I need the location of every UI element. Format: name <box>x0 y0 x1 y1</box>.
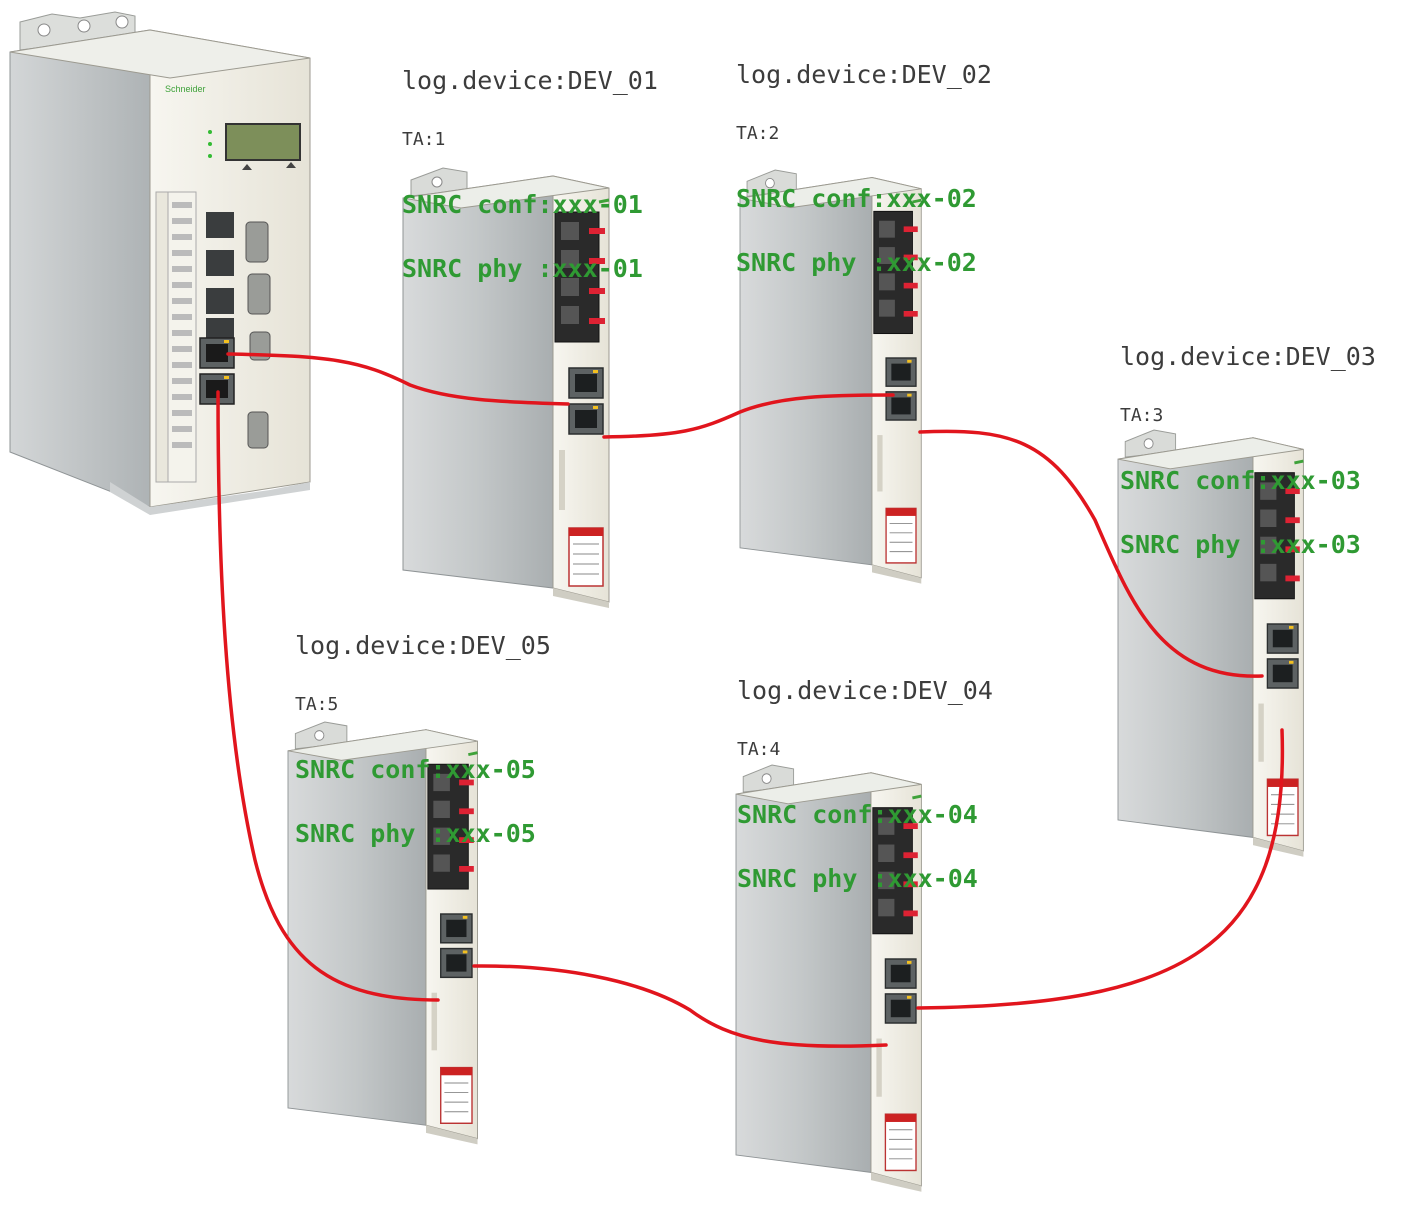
device-name: log.device:DEV_04 <box>737 676 993 705</box>
snrc-conf: SNRC conf:xxx-03 <box>1120 466 1361 495</box>
topology-address: TA:4 <box>737 739 781 760</box>
device-name: log.device:DEV_03 <box>1120 342 1376 371</box>
topology-address: TA:1 <box>402 129 446 150</box>
motion-controller-icon: Schneider <box>9 11 311 515</box>
device-label-dev04: log.device:DEV_04 TA:4 SNRC conf:xxx-04 … <box>737 646 993 914</box>
cable-dev04-to-dev05 <box>472 964 888 1048</box>
svg-text:Schneider: Schneider <box>165 84 206 94</box>
topology-address: TA:3 <box>1120 405 1164 426</box>
snrc-phy: SNRC phy :xxx-02 <box>736 248 977 277</box>
snrc-phy: SNRC phy :xxx-03 <box>1120 530 1361 559</box>
cable-dev02-to-dev03 <box>918 429 1264 678</box>
topology-address: TA:2 <box>736 123 780 144</box>
snrc-conf: SNRC conf:xxx-02 <box>736 184 977 213</box>
cable-dev01-to-dev02 <box>602 393 895 439</box>
snrc-conf: SNRC conf:xxx-01 <box>402 190 643 219</box>
snrc-phy: SNRC phy :xxx-05 <box>295 819 536 848</box>
snrc-conf: SNRC conf:xxx-04 <box>737 800 978 829</box>
topology-address: TA:5 <box>295 694 339 715</box>
snrc-conf: SNRC conf:xxx-05 <box>295 755 536 784</box>
device-label-dev03: log.device:DEV_03 TA:3 SNRC conf:xxx-03 … <box>1120 312 1376 580</box>
device-name: log.device:DEV_05 <box>295 631 551 660</box>
device-label-dev01: log.device:DEV_01 TA:1 SNRC conf:xxx-01 … <box>402 36 658 304</box>
cable-controller-to-dev01 <box>226 352 570 406</box>
cable-dev05-to-controller <box>216 390 440 1002</box>
device-label-dev02: log.device:DEV_02 TA:2 SNRC conf:xxx-02 … <box>736 30 992 298</box>
cable-dev03-to-dev04 <box>916 728 1285 1010</box>
device-label-dev05: log.device:DEV_05 TA:5 SNRC conf:xxx-05 … <box>295 601 551 869</box>
sercos-ring-cables <box>216 352 1285 1048</box>
device-name: log.device:DEV_02 <box>736 60 992 89</box>
snrc-phy: SNRC phy :xxx-01 <box>402 254 643 283</box>
snrc-phy: SNRC phy :xxx-04 <box>737 864 978 893</box>
device-name: log.device:DEV_01 <box>402 66 658 95</box>
